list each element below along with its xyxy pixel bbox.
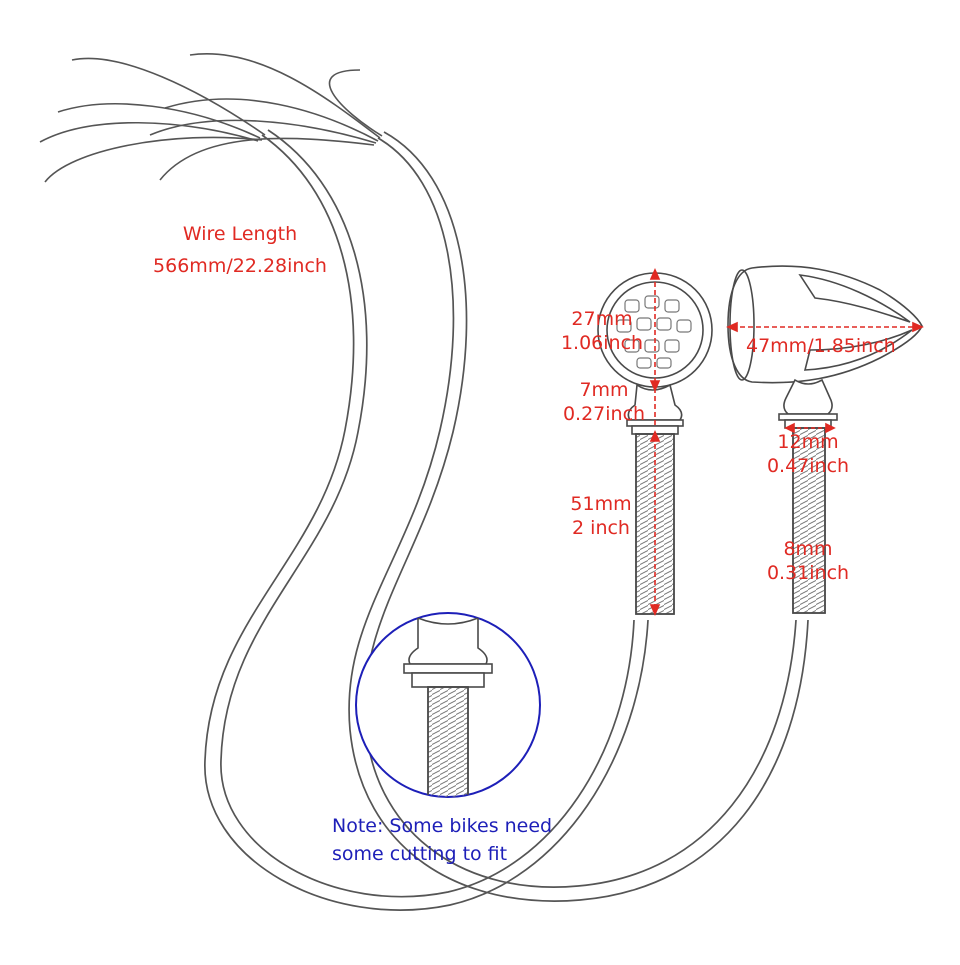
neck-inch: 0.27inch [562,403,646,425]
stud-diameter-label: 8mm 0.31inch [758,537,858,585]
stud-length-inch: 2 inch [572,517,630,539]
note-line-1: Note: Some bikes need [332,815,553,837]
head-diameter-label: 27mm 1.06inch [552,307,652,355]
head-diameter-inch: 1.06inch [560,332,644,354]
neck-label: 7mm 0.27inch [554,378,654,426]
dimension-lines [649,268,924,616]
bullet-length-label: 47mm/1.85inch [746,335,896,357]
note-line-2: some cutting to fit [332,843,508,865]
wire-length-value: 566mm/22.28inch [153,255,327,277]
stud-length-mm: 51mm [570,493,632,515]
head-diameter-mm: 27mm [571,308,633,330]
cable-left [204,129,649,911]
stud-diameter-mm: 8mm [783,538,833,560]
base-inch: 0.47inch [766,455,850,477]
note-label: Note: Some bikes need some cutting to fi… [332,812,552,868]
wire-length-title: Wire Length [182,223,298,245]
right-light [727,265,923,614]
stud-diameter-inch: 0.31inch [766,562,850,584]
neck-mm: 7mm [579,379,629,401]
base-label: 12mm 0.47inch [758,430,858,478]
callout-zoom [355,612,541,798]
base-mm: 12mm [777,431,839,453]
wire-length-label: Wire Length 566mm/22.28inch [150,222,330,278]
stud-length-label: 51mm 2 inch [553,492,649,540]
wire-strands [39,53,383,183]
